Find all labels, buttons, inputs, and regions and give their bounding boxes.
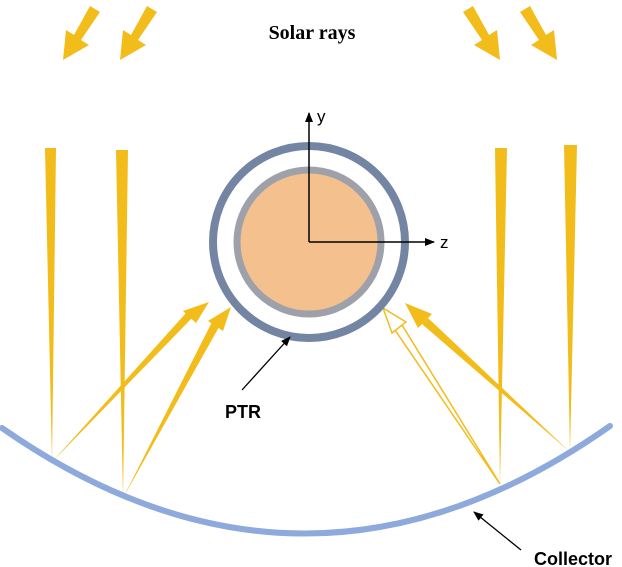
title: Solar rays [269,22,356,44]
collector-pointer-arrow [473,511,522,551]
reflected-ray-2 [123,322,219,498]
y-axis-label: y [317,107,326,126]
incident-ray-2 [116,150,128,498]
reflected-ray-1 [52,313,192,462]
reflected-ray-3-head [381,306,408,335]
reflected-rays [52,302,570,498]
ptr-label: PTR [225,402,261,422]
incident-ray-4 [564,145,577,452]
reflected-ray-1-head [183,302,209,323]
coordinate-axes [305,112,435,246]
collector-mirror [0,423,613,537]
ptr-pointer-arrow [241,336,291,391]
collector-label: Collector [534,549,612,567]
incoming-ray-arrow-2 [120,6,157,60]
incident-ray-3 [495,148,507,484]
reflected-ray-3 [393,323,501,485]
incoming-ray-arrow-3 [463,6,500,60]
reflected-ray-4 [422,318,570,452]
incident-rays [45,145,577,498]
incident-ray-1 [45,148,56,462]
incoming-ray-arrows [63,6,557,60]
reflected-ray-4-head [405,303,432,328]
reflected-ray-2-head [208,307,231,331]
incoming-ray-arrow-4 [520,6,557,60]
z-axis-label: z [440,233,449,252]
incoming-ray-arrow-1 [63,6,100,60]
